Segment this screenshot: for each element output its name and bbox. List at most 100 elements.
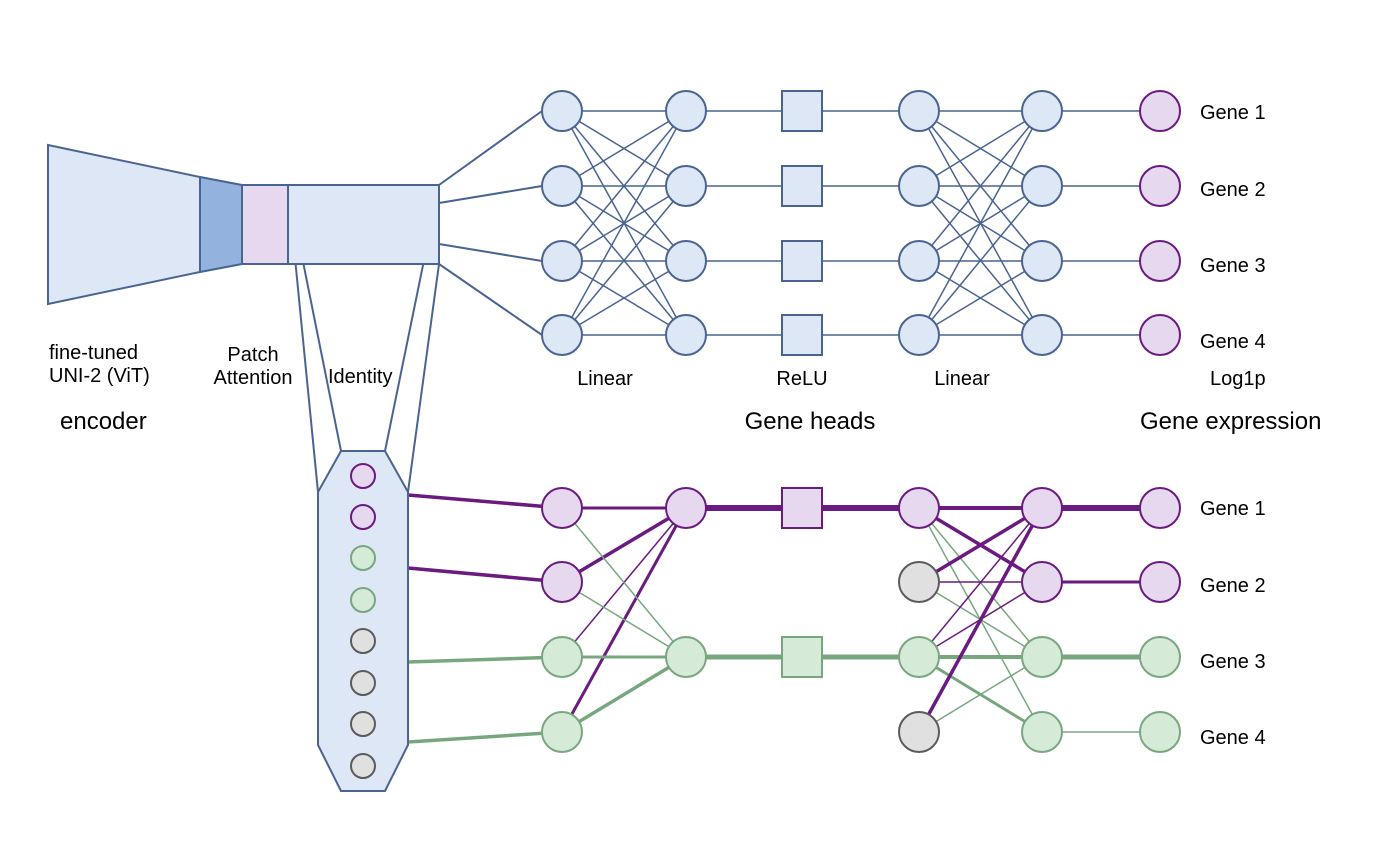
funnel-line-right-inner	[407, 263, 440, 493]
top-linear1-edge	[561, 260, 687, 336]
bottom-relu-unit	[781, 487, 823, 529]
embedding-to-bottom-node-3	[406, 655, 564, 664]
bottom-gene-3-label: Gene 3	[1200, 651, 1266, 673]
embedding-node-7	[350, 711, 376, 737]
bottom-linear1-input-node	[541, 711, 583, 753]
bottom-linear1-output-node	[665, 487, 707, 529]
bottom-linear2-edge	[918, 656, 1043, 733]
bottom-linear2-output-node	[1021, 561, 1063, 603]
top-linear1-output-node	[665, 165, 707, 207]
embedding-node-8	[350, 753, 376, 779]
top-linear2-output-node	[1021, 240, 1063, 282]
patch-attention-label: Patch Attention	[212, 344, 294, 390]
patch-attention-block	[241, 184, 289, 265]
top-relu-unit	[781, 165, 823, 207]
top-linear1-output-node	[665, 90, 707, 132]
bottom-linear2-input-node	[898, 561, 940, 603]
top-linear1-edge	[561, 110, 687, 187]
relu-label: ReLU	[776, 368, 828, 390]
log1p-label: Log1p	[1210, 368, 1266, 390]
bottom-linear1-output-node	[665, 636, 707, 678]
bottom-linear2-output-node	[1021, 487, 1063, 529]
top-linear1-output-node	[665, 314, 707, 356]
top-linear2-edge	[918, 110, 1043, 336]
embedding-node-6	[350, 670, 376, 696]
bottom-linear2-edge	[917, 506, 1044, 584]
top-linear1-edge	[561, 185, 687, 336]
embedding-to-bottom-node-4	[406, 730, 564, 744]
top-linear2-input-node	[898, 314, 940, 356]
top-linear1-edge	[561, 110, 687, 262]
top-linear2-edge	[918, 110, 1043, 262]
top-linear2-edge	[918, 185, 1043, 336]
linear-label-2: Linear	[934, 368, 990, 390]
bottom-linear2-input-node	[898, 487, 940, 529]
identity-block	[287, 184, 440, 265]
bottom-linear2-output-node	[1021, 636, 1063, 678]
top-linear1-input-node	[541, 314, 583, 356]
top-gene-output-node	[1139, 314, 1181, 356]
identity-to-top-node-4	[438, 263, 543, 336]
vit-encoder-block	[47, 143, 201, 306]
embedding-to-bottom-node-1	[406, 493, 564, 510]
embedding-to-bottom-node-2	[406, 566, 564, 584]
top-gene-1-label: Gene 1	[1200, 102, 1266, 124]
identity-to-top-node-2	[438, 185, 543, 204]
bottom-linear1-input-node	[541, 487, 583, 529]
top-relu-unit	[781, 240, 823, 282]
identity-to-top-node-1	[438, 110, 543, 186]
bottom-linear1-edge	[560, 506, 688, 584]
bottom-linear1-edge	[561, 507, 687, 658]
embedding-node-4	[350, 587, 376, 613]
top-linear2-edge	[918, 110, 1043, 187]
top-relu-unit	[781, 90, 823, 132]
bottom-gene-output-node	[1139, 561, 1181, 603]
bottom-gene-output-node	[1139, 487, 1181, 529]
bottom-gene-output-node	[1139, 711, 1181, 753]
vit-head-block	[199, 175, 243, 274]
bottom-linear2-edge	[918, 507, 1043, 658]
top-linear1-edge	[561, 110, 687, 336]
embedding-node-2	[350, 504, 376, 530]
top-relu-unit	[781, 314, 823, 356]
top-linear2-output-node	[1021, 165, 1063, 207]
vit-label: fine-tuned UNI-2 (ViT)	[49, 342, 150, 388]
top-linear1-input-node	[541, 165, 583, 207]
bottom-linear1-edge	[560, 655, 688, 734]
top-linear2-input-node	[898, 165, 940, 207]
embedding-node-1	[350, 463, 376, 489]
top-linear2-input-node	[898, 240, 940, 282]
encoder-title: encoder	[60, 408, 147, 435]
vit-label-line1: fine-tuned	[49, 342, 138, 364]
top-gene-output-node	[1139, 165, 1181, 207]
embedding-node-5	[350, 628, 376, 654]
top-gene-output-node	[1139, 90, 1181, 132]
top-gene-output-node	[1139, 240, 1181, 282]
identity-label: Identity	[328, 366, 393, 388]
embedding-node-3	[350, 545, 376, 571]
linear-label-1: Linear	[577, 368, 633, 390]
bottom-linear2-edge	[917, 506, 1044, 734]
embedding-column-outline	[317, 450, 409, 792]
bottom-linear1-input-node	[541, 561, 583, 603]
identity-to-top-node-3	[438, 243, 543, 262]
top-linear2-edge	[918, 260, 1043, 336]
top-linear2-input-node	[898, 90, 940, 132]
gene-expression-title: Gene expression	[1140, 408, 1322, 435]
bottom-linear2-input-node	[898, 636, 940, 678]
patch-attention-line2: Attention	[213, 367, 293, 389]
top-linear1-input-node	[541, 240, 583, 282]
bottom-linear1-edge	[561, 581, 687, 658]
top-gene-3-label: Gene 3	[1200, 255, 1266, 277]
gene-heads-title: Gene heads	[744, 408, 876, 435]
vit-label-line2: UNI-2 (ViT)	[49, 365, 150, 387]
top-gene-4-label: Gene 4	[1200, 331, 1266, 353]
top-linear2-output-node	[1021, 90, 1063, 132]
top-linear2-output-node	[1021, 314, 1063, 356]
bottom-gene-4-label: Gene 4	[1200, 727, 1266, 749]
top-gene-2-label: Gene 2	[1200, 179, 1266, 201]
bottom-gene-output-node	[1139, 636, 1181, 678]
patch-attention-line1: Patch	[227, 344, 279, 366]
bottom-linear2-input-node	[898, 711, 940, 753]
